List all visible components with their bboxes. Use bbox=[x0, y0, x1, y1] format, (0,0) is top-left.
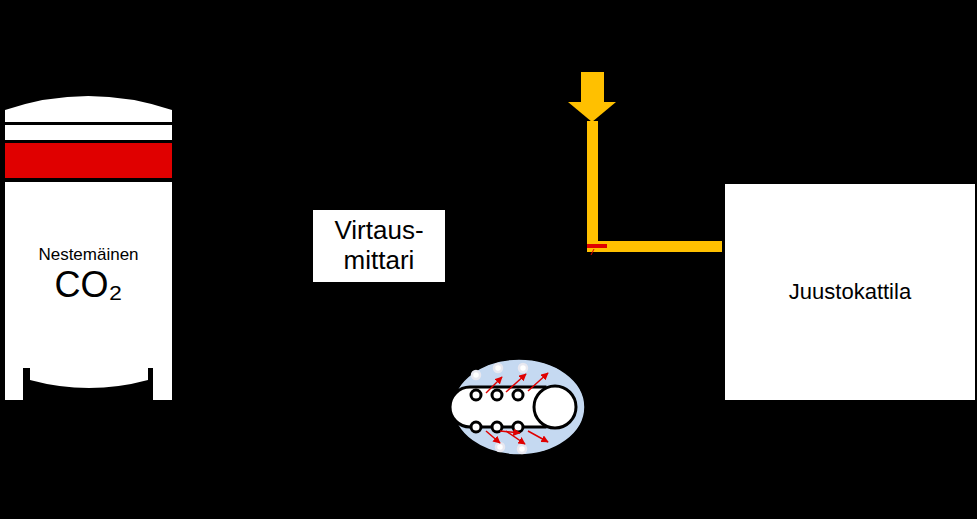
node-label: Juustokattila bbox=[789, 279, 911, 304]
cheese-vat-box: Juustokattila bbox=[725, 184, 975, 400]
node-label: CO₂ bbox=[55, 264, 123, 305]
node-label: Virtaus- mittari bbox=[334, 216, 423, 276]
flowmeter-box: Virtaus- mittari bbox=[313, 210, 445, 282]
tank-body: NestemäinenCO₂ bbox=[5, 182, 172, 368]
node-label: Nestemäinen bbox=[38, 245, 138, 265]
co2-tank bbox=[5, 96, 172, 400]
feed-pipe bbox=[568, 72, 722, 255]
filter-illustration bbox=[450, 359, 585, 455]
